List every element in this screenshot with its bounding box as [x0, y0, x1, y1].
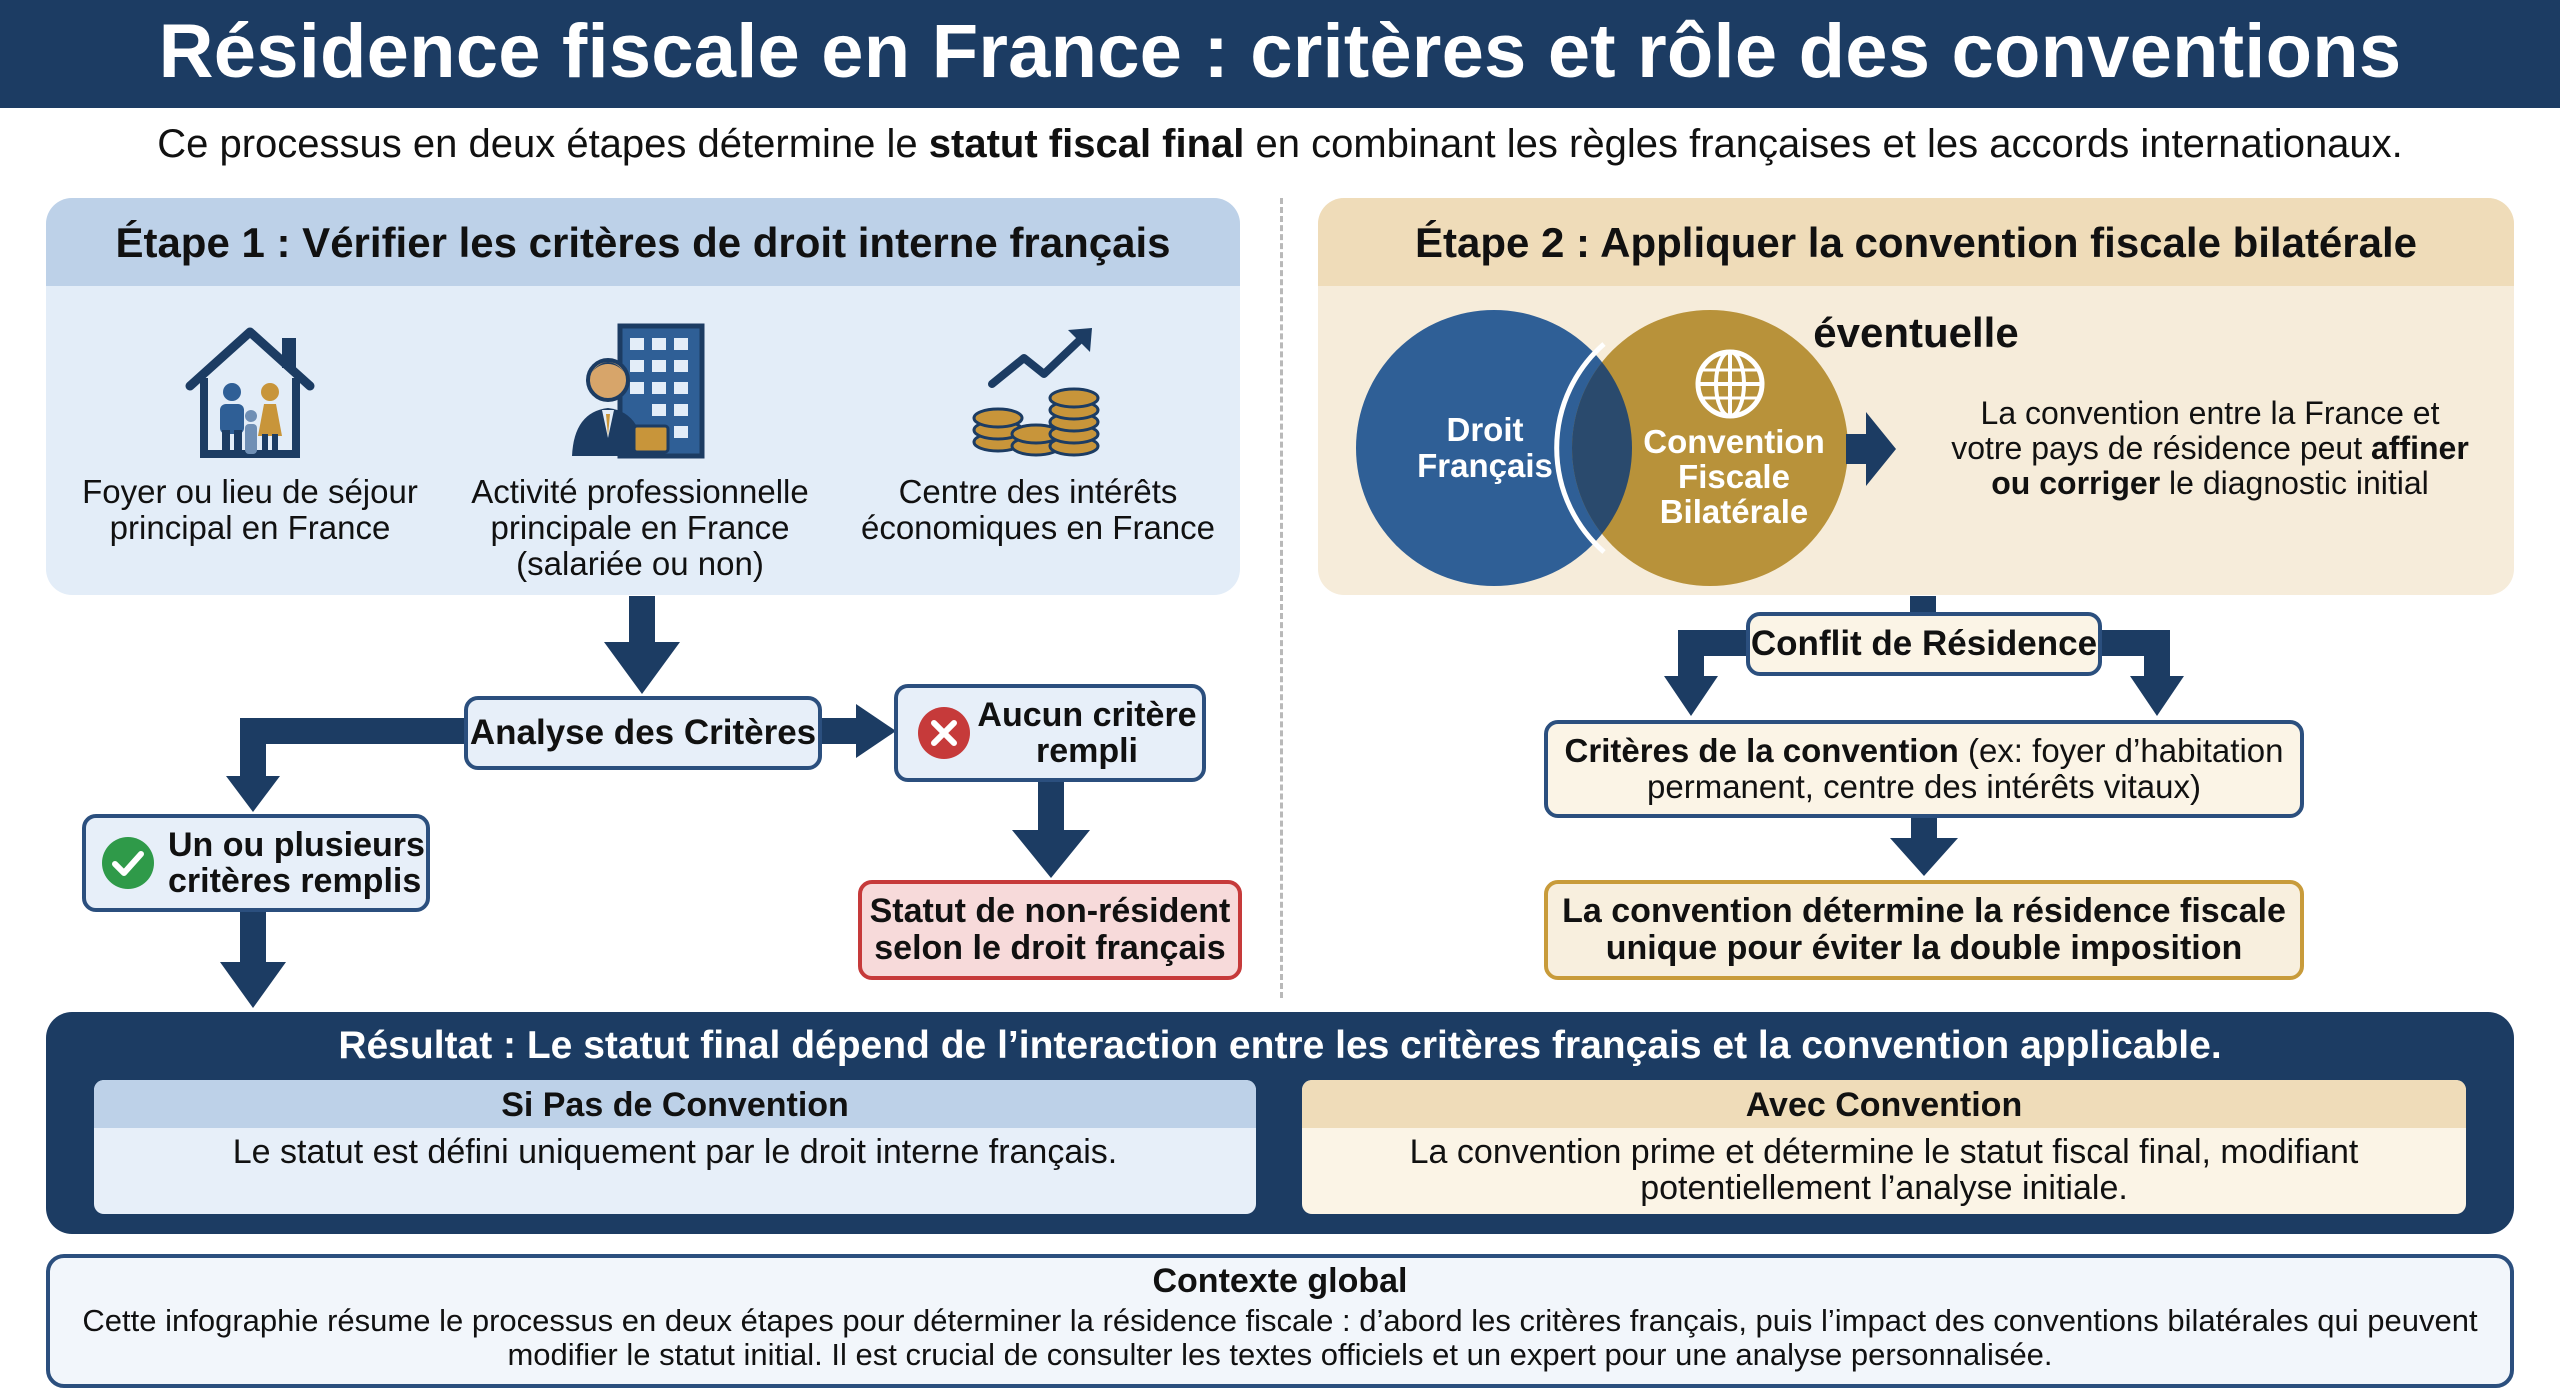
venn-label-convention: Convention Fiscale Bilatérale — [1604, 424, 1864, 529]
criterion-line: principale en France — [490, 509, 790, 546]
red-x-icon — [918, 707, 970, 759]
house-family-icon — [185, 327, 315, 458]
no-criteria-line: rempli — [1035, 732, 1139, 770]
venn-circle-convention — [1572, 310, 1848, 586]
convention-criteria-line: Critères de la convention (ex: foyer d’h… — [1565, 733, 2284, 769]
no-convention-text: Le statut est défini uniquement par le d… — [232, 1133, 1118, 1171]
venn-label-line: Bilatérale — [1659, 493, 1809, 530]
no-criteria-label: Aucun critère rempli — [972, 697, 1202, 769]
venn-label-line: Convention — [1643, 423, 1825, 460]
explanation-text: le diagnostic initial — [2160, 465, 2429, 501]
convention-determines-line: La convention détermine la résidence fis… — [1562, 892, 2286, 930]
criteria-met-label: Un ou plusieurs critères remplis — [156, 827, 426, 899]
explanation-bold: affiner — [2371, 430, 2469, 466]
venn-label-line: Fiscale — [1678, 458, 1790, 495]
venn-label-droit: Droit Français — [1380, 412, 1590, 484]
divider — [1280, 198, 1283, 998]
context-line: modifier le statut initial. Il est cruci… — [507, 1337, 2053, 1372]
convention-criteria-text: (ex: foyer d’habitation — [1958, 732, 2284, 769]
worker-building-icon — [572, 323, 705, 459]
criteria-met-line: critères remplis — [168, 862, 422, 900]
criterion-line: Centre des intérêts — [898, 473, 1178, 510]
explanation-text: votre pays de résidence peut — [1951, 430, 2371, 466]
convention-explanation: La convention entre la France et votre p… — [1900, 396, 2520, 501]
no-criteria-line: Aucun critère — [977, 696, 1197, 734]
coins-growth-icon — [972, 328, 1100, 457]
no-convention-card: Si Pas de Convention Le statut est défin… — [94, 1080, 1256, 1214]
venn-circle-droit — [1356, 310, 1632, 586]
result-title: Résultat : Le statut final dépend de l’i… — [338, 1024, 2222, 1067]
venn-diagram — [1356, 310, 1848, 586]
with-convention-card: Avec Convention La convention prime et d… — [1302, 1080, 2466, 1214]
explanation-bold: ou corriger — [1991, 465, 2161, 501]
globe-icon — [1695, 349, 1765, 419]
venn-label-line: Droit — [1446, 411, 1524, 448]
analysis-box: Analyse des Critères — [464, 696, 822, 770]
subtitle-bold: statut fiscal final — [928, 122, 1245, 166]
green-check-icon — [102, 837, 154, 889]
context-title: Contexte global — [1152, 1262, 1408, 1300]
explanation-line: votre pays de résidence peut affiner — [1900, 431, 2520, 466]
criterion-foyer: Foyer ou lieu de séjour principal en Fra… — [60, 474, 440, 546]
subtitle-part: en combinant les règles françaises et le… — [1244, 122, 2403, 166]
step2-title: Étape 2 : Appliquer la convention fiscal… — [1318, 198, 2514, 356]
conflict-box: Conflit de Résidence — [1746, 612, 2102, 676]
explanation-line: ou corriger le diagnostic initial — [1900, 466, 2520, 501]
explanation-line: La convention entre la France et — [1980, 395, 2440, 431]
with-convention-title: Avec Convention — [1302, 1080, 2466, 1128]
with-convention-line: potentiellement l’analyse initiale. — [1640, 1169, 2128, 1207]
convention-determines-line: unique pour éviter la double imposition — [1605, 929, 2243, 967]
no-convention-title: Si Pas de Convention — [94, 1080, 1256, 1128]
arrow-right-icon — [1846, 412, 1896, 486]
non-resident-line: selon le droit français — [874, 929, 1226, 967]
subtitle-part: Ce processus en deux étapes détermine le — [157, 122, 929, 166]
criterion-line: principal en France — [109, 509, 391, 546]
criterion-line: économiques en France — [860, 509, 1216, 546]
convention-determines-box: La convention détermine la résidence fis… — [1544, 880, 2304, 980]
subtitle: Ce processus en deux étapes détermine le… — [0, 122, 2560, 167]
criterion-interets: Centre des intérêts économiques en Franc… — [838, 474, 1238, 546]
convention-criteria-line: permanent, centre des intérêts vitaux) — [1647, 768, 2201, 805]
criteria-met-box: Un ou plusieurs critères remplis — [82, 814, 430, 912]
with-convention-line: La convention prime et détermine le stat… — [1409, 1133, 2359, 1171]
page-title: Résidence fiscale en France : critères e… — [158, 9, 2402, 94]
with-convention-text: La convention prime et détermine le stat… — [1312, 1134, 2456, 1206]
title-bar — [0, 0, 2560, 108]
criteria-met-line: Un ou plusieurs — [168, 826, 425, 864]
convention-criteria-bold: Critères de la convention — [1564, 732, 1959, 769]
context-line: Cette infographie résume le processus en… — [82, 1303, 2478, 1338]
criterion-line: (salariée ou non) — [516, 545, 764, 582]
step1-title: Étape 1 : Vérifier les critères de droit… — [46, 198, 1240, 286]
criterion-activite: Activité professionnelle principale en F… — [440, 474, 840, 582]
context-box — [46, 1254, 2514, 1388]
no-criteria-box: Aucun critère rempli — [894, 684, 1206, 782]
criterion-line: Foyer ou lieu de séjour — [82, 473, 418, 510]
criterion-line: Activité professionnelle — [471, 473, 809, 510]
context-text: Cette infographie résume le processus en… — [60, 1304, 2500, 1372]
venn-label-line: Français — [1417, 447, 1553, 484]
non-resident-box: Statut de non-résident selon le droit fr… — [858, 880, 1242, 980]
convention-criteria-box: Critères de la convention (ex: foyer d’h… — [1544, 720, 2304, 818]
non-resident-line: Statut de non-résident — [869, 892, 1231, 930]
